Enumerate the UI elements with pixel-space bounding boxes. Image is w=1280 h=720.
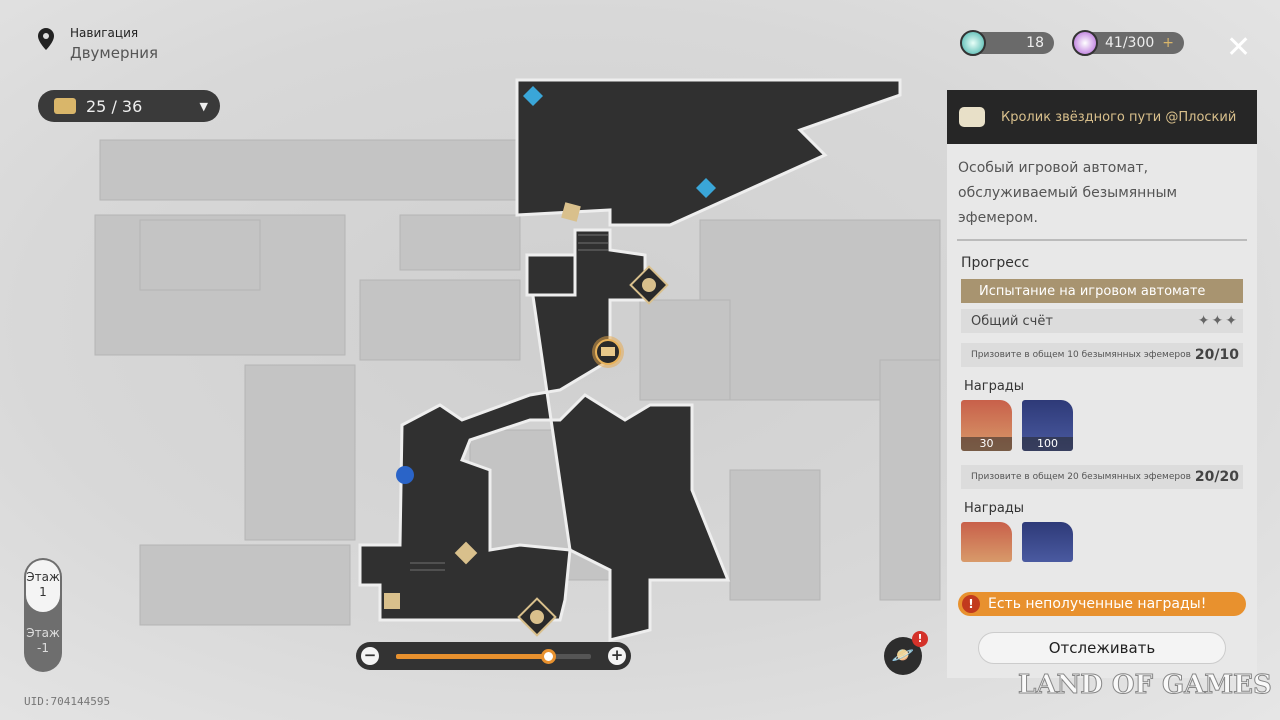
zoom-control: − + xyxy=(356,642,631,670)
chest-count: 25 / 36 xyxy=(86,96,143,116)
shop-bag-marker[interactable] xyxy=(384,593,400,609)
close-icon[interactable]: ✕ xyxy=(1226,30,1252,65)
notification-badge: ! xyxy=(912,631,928,647)
selected-arcade-marker[interactable] xyxy=(592,336,624,368)
zoom-slider[interactable] xyxy=(396,649,591,664)
cube-marker[interactable] xyxy=(454,541,478,565)
puzzle-marker[interactable] xyxy=(561,202,581,222)
divider xyxy=(957,239,1247,241)
floor-minus1-button[interactable]: Этаж-1 xyxy=(26,626,60,656)
reward-quantity: 30 xyxy=(961,437,1012,451)
zoom-out-button[interactable]: − xyxy=(361,647,379,665)
arcade-machine-icon xyxy=(959,107,985,127)
user-id: UID:704144595 xyxy=(24,695,111,708)
warning-text: Есть неполученные награды! xyxy=(988,596,1207,612)
trailblaze-power-counter: 41/300 + xyxy=(1072,30,1184,56)
space-anchor-marker[interactable] xyxy=(396,466,414,484)
arcade-marker[interactable] xyxy=(629,265,669,305)
treasure-chest-icon xyxy=(54,98,76,114)
teleport-marker[interactable] xyxy=(696,178,716,198)
planet-icon: 🪐 xyxy=(891,645,915,666)
alert-icon: ! xyxy=(962,595,980,613)
reward-crystal-item[interactable]: 30 xyxy=(961,400,1012,451)
info-panel: Кролик звёздного пути @Плоский Особый иг… xyxy=(947,90,1257,678)
panel-description: Особый игровой автомат, обслуживаемый бе… xyxy=(958,160,1178,226)
unclaimed-rewards-banner: ! Есть неполученные награды! xyxy=(958,592,1246,616)
chest-counter-dropdown[interactable]: 25 / 36 ▼ xyxy=(38,90,220,122)
floor-number: 1 xyxy=(39,585,47,599)
trailblaze-power-value: 41/300 xyxy=(1105,35,1155,51)
trailblaze-power-icon xyxy=(1072,30,1098,56)
total-score-row: Общий счёт ✦✦✦ xyxy=(961,309,1243,333)
stellar-jade-value: 18 xyxy=(1026,35,1044,51)
reward-coin-item[interactable] xyxy=(1022,522,1073,562)
floor-label: Этаж xyxy=(26,570,60,584)
task-row: Призовите в общем 20 безымянных эфемеров… xyxy=(961,465,1243,489)
panel-header: Кролик звёздного пути @Плоский xyxy=(947,90,1257,144)
navigation-label: Навигация xyxy=(70,26,139,40)
floor-number: -1 xyxy=(37,641,49,655)
rewards-label: Награды xyxy=(964,379,1025,394)
track-button[interactable]: Отслеживать xyxy=(978,632,1226,664)
task-text: Призовите в общем 10 безымянных эфемеров xyxy=(971,350,1191,360)
zoom-in-button[interactable]: + xyxy=(608,647,626,665)
task-progress: 20/10 xyxy=(1194,347,1239,363)
task-progress: 20/20 xyxy=(1194,469,1239,485)
task-text: Призовите в общем 20 безымянных эфемеров xyxy=(971,472,1191,482)
reward-crystal-item[interactable] xyxy=(961,522,1012,562)
reward-quantity: 100 xyxy=(1022,437,1073,451)
challenge-title: Испытание на игровом автомате xyxy=(961,279,1243,303)
stellar-jade-counter: 18 xyxy=(960,30,1054,56)
arcade-marker[interactable] xyxy=(517,597,557,637)
planet-map-button[interactable]: 🪐! xyxy=(884,631,928,675)
total-score-label: Общий счёт xyxy=(971,313,1053,329)
stellar-jade-icon xyxy=(960,30,986,56)
task-row: Призовите в общем 10 безымянных эфемеров… xyxy=(961,343,1243,367)
map-markers xyxy=(384,86,716,637)
star-rating: ✦✦✦ xyxy=(1197,313,1239,329)
floor-label: Этаж xyxy=(26,626,60,640)
zoom-slider-handle[interactable] xyxy=(541,649,557,664)
progress-title: Прогресс xyxy=(961,255,1030,271)
reward-coin-item[interactable]: 100 xyxy=(1022,400,1073,451)
add-power-button[interactable]: + xyxy=(1162,35,1174,51)
zoom-slider-fill xyxy=(396,654,549,659)
rewards-label: Награды xyxy=(964,501,1025,516)
location-pin-icon xyxy=(38,28,54,50)
teleport-marker[interactable] xyxy=(523,86,543,106)
watermark-logo: LAND OF GAMES xyxy=(1018,670,1273,701)
location-name: Двумерния xyxy=(70,44,159,62)
chevron-down-icon: ▼ xyxy=(199,99,208,113)
panel-title: Кролик звёздного пути @Плоский xyxy=(1001,109,1237,125)
